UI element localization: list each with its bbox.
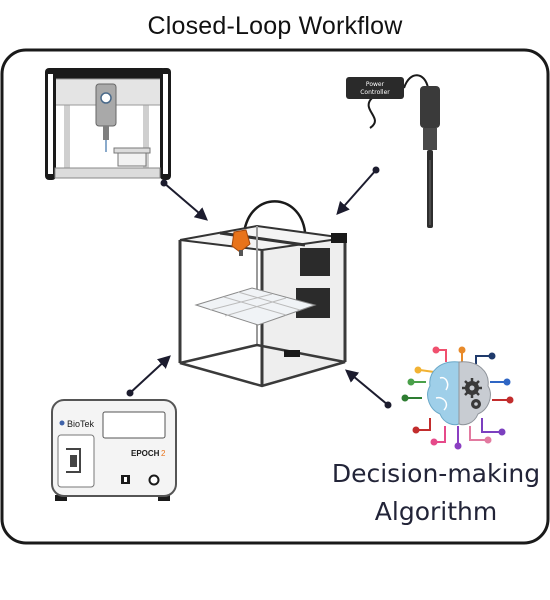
arrow-plate-reader-to-robot (129, 355, 171, 394)
plate-reader-brand: BioTek (67, 419, 95, 429)
brain-gears-icon (401, 346, 514, 450)
3d-printer-gantry-robot (178, 200, 347, 388)
workflow-frame (0, 48, 550, 545)
arrow-liquid-handler-to-robot (163, 182, 208, 221)
power-controller-device: Power Controller (346, 74, 440, 228)
diagram-title: Closed-Loop Workflow (147, 12, 403, 40)
plate-reader: BioTek EPOCH 2 (51, 399, 177, 501)
workflow-arrows (126, 166, 392, 409)
power-controller-label-line1: Power (366, 81, 385, 88)
algorithm-label-line2: Algorithm (374, 497, 498, 526)
power-controller-label-line2: Controller (360, 89, 390, 96)
arrow-algorithm-to-robot (344, 369, 389, 406)
plate-reader-model: EPOCH (131, 449, 160, 458)
algorithm-label-line1: Decision-making (331, 459, 541, 488)
liquid-handler-robot (45, 68, 171, 180)
plate-reader-model-suffix: 2 (161, 449, 166, 458)
arrow-power-controller-to-robot (336, 169, 377, 215)
